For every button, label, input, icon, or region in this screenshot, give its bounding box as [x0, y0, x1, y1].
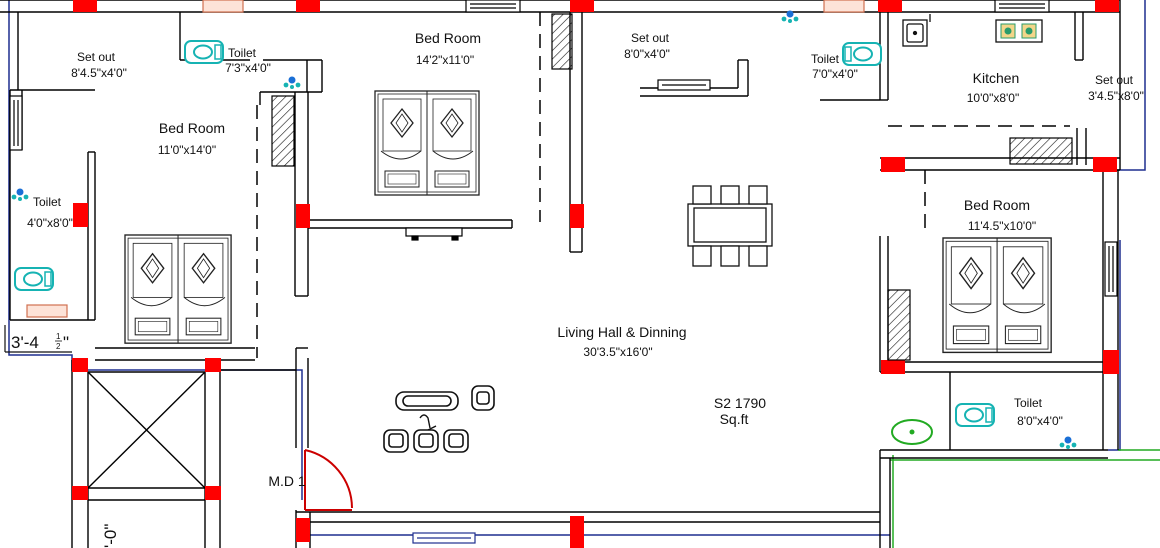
hatched-shafts: [271, 13, 1073, 361]
windows: [9, 0, 1118, 544]
room-size-bed-room-left: 11'0"x14'0": [158, 143, 216, 157]
room-name-toilet-top-left: Toilet: [228, 46, 257, 60]
room-size-kitchen: 10'0"x8'0": [967, 91, 1019, 105]
dining-table-icon: [687, 185, 773, 267]
toilet-icon: [842, 42, 882, 66]
room-size-setout-left: 8'4.5"x4'0": [71, 66, 127, 80]
room-size-toilet-bottom-right: 8'0"x4'0": [1017, 414, 1063, 428]
stove-icon: [995, 19, 1043, 43]
columns: [72, 0, 1119, 548]
room-size-toilet-left: 4'0"x8'0": [27, 216, 73, 230]
room-name-kitchen: Kitchen: [973, 70, 1020, 86]
room-name-toilet-bottom-right: Toilet: [1014, 396, 1043, 410]
room-name-setout-right: Set out: [1095, 73, 1134, 87]
room-name-bed-room-top: Bed Room: [415, 30, 481, 46]
room-size-bed-room-right: 11'4.5"x10'0": [968, 219, 1036, 233]
dimension-left-frac-num: 1: [56, 332, 61, 341]
ventilators: [26, 0, 865, 318]
room-name-living: Living Hall & Dinning: [557, 324, 686, 340]
door-swing-icon: [304, 449, 353, 511]
room-name-bed-room-right: Bed Room: [964, 197, 1030, 213]
room-name-toilet-left: Toilet: [33, 195, 62, 209]
outer-green-lines: [890, 449, 1160, 548]
dimension-left-base: 3'-4: [11, 333, 39, 352]
room-size-setout-right: 3'4.5"x8'0": [1088, 89, 1144, 103]
room-size-toilet-top-left: 7'3"x4'0": [225, 61, 271, 75]
dimension-left: [4, 325, 72, 353]
area-unit: Sq.ft: [720, 411, 749, 427]
bed-icon: [374, 90, 480, 196]
tap-icon: [283, 76, 301, 89]
dashed-partitions: [256, 12, 1070, 358]
sink-icon: [902, 14, 931, 47]
tap-icon: [11, 188, 29, 201]
dimension-left-frac-den: 2: [56, 342, 61, 351]
room-size-bed-room-top: 14'2"x11'0": [416, 53, 474, 67]
area-value: S2 1790: [714, 395, 766, 411]
room-size-living: 30'3.5"x16'0": [583, 345, 652, 359]
center-table-icon: [419, 414, 437, 431]
dimension-left-tail: ": [63, 333, 69, 352]
wash-basin-icon: [891, 419, 933, 445]
room-name-bed-room-left: Bed Room: [159, 120, 225, 136]
room-name-toilet-top-right: Toilet: [811, 52, 840, 66]
sofa-icon: [395, 391, 459, 411]
main-door-label: M.D 1: [268, 473, 306, 489]
armchair-icon: [383, 385, 495, 453]
room-size-toilet-top-right: 7'0"x4'0": [812, 67, 858, 81]
dimension-bottom: '-0": [101, 524, 120, 548]
toilet-icon: [14, 267, 54, 291]
room-labels: Bed Room 14'2"x11'0" Bed Room 11'0"x14'0…: [11, 30, 1144, 548]
toilet-icon: [955, 403, 995, 427]
bed-icon: [942, 237, 1052, 354]
room-name-setout-left: Set out: [77, 50, 116, 64]
toilet-icon: [184, 40, 224, 64]
room-size-setout-mid: 8'0"x4'0": [624, 47, 670, 61]
bed-icon: [124, 234, 232, 344]
tap-icon: [1059, 436, 1077, 449]
room-name-setout-mid: Set out: [631, 31, 670, 45]
